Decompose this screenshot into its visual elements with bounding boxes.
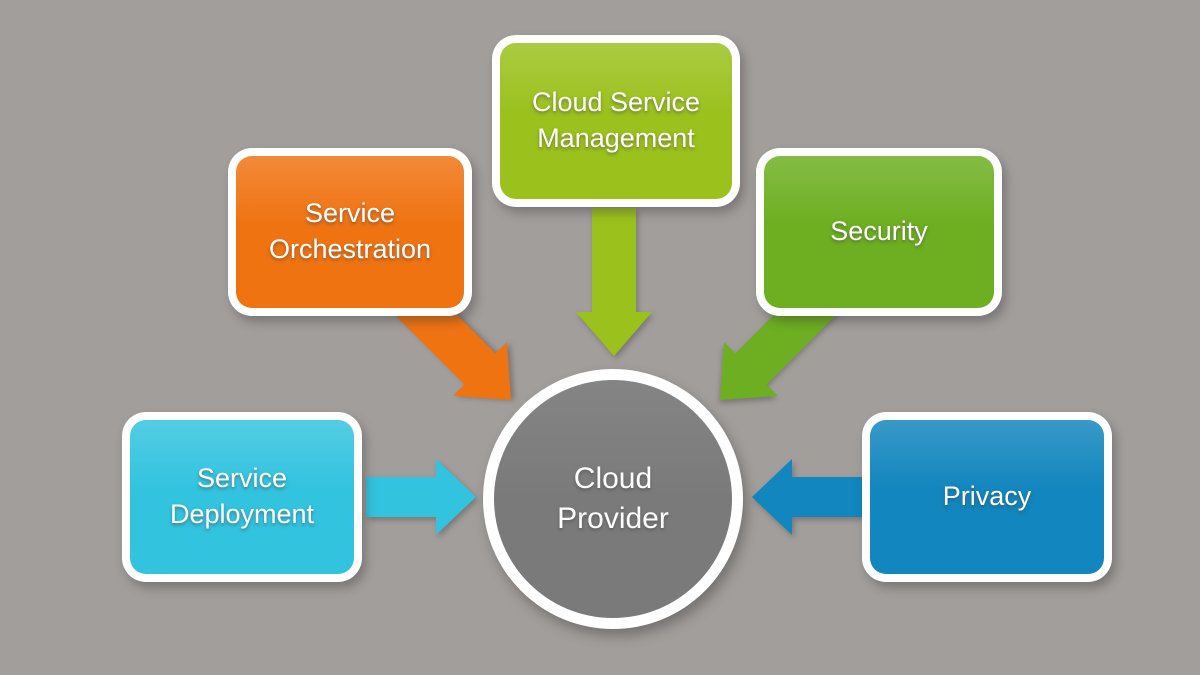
node-label: Service Orchestration xyxy=(269,196,431,267)
label-line: Orchestration xyxy=(268,234,432,264)
arrow-right-shape xyxy=(366,459,476,535)
node-body: Cloud Provider xyxy=(494,380,732,618)
node-cloud-service-management: Cloud Service Management xyxy=(492,35,740,207)
label-line: Privacy xyxy=(942,481,1032,512)
label-line: Management xyxy=(537,123,695,153)
node-label: Service Deployment xyxy=(170,461,314,532)
node-body: Service Orchestration xyxy=(236,156,464,308)
arrow-down-shape xyxy=(576,208,652,356)
label-line: Provider xyxy=(557,502,669,535)
label-line: Cloud Service xyxy=(531,87,701,118)
node-service-deployment: Service Deployment xyxy=(122,412,362,582)
node-label: Cloud Service Management xyxy=(532,85,700,156)
node-service-orchestration: Service Orchestration xyxy=(228,148,472,316)
node-label: Privacy xyxy=(943,479,1032,515)
arrow-privacy-to-provider xyxy=(752,459,862,535)
node-label: Security xyxy=(830,214,928,250)
node-label: Cloud Provider xyxy=(557,459,669,540)
node-body: Security xyxy=(764,156,994,308)
label-line: Service xyxy=(196,463,287,494)
arrow-deployment-to-provider xyxy=(366,459,476,535)
node-security: Security xyxy=(756,148,1002,316)
label-line: Security xyxy=(830,216,928,247)
label-line: Deployment xyxy=(169,499,315,529)
label-line: Cloud xyxy=(573,461,653,495)
label-line: Service xyxy=(304,198,395,229)
node-privacy: Privacy xyxy=(862,412,1112,582)
arrow-left-shape xyxy=(752,459,862,535)
node-body: Service Deployment xyxy=(130,420,354,574)
node-body: Privacy xyxy=(870,420,1104,574)
node-cloud-provider: Cloud Provider xyxy=(483,369,743,629)
arrow-management-to-provider xyxy=(576,208,652,356)
node-body: Cloud Service Management xyxy=(500,43,732,199)
